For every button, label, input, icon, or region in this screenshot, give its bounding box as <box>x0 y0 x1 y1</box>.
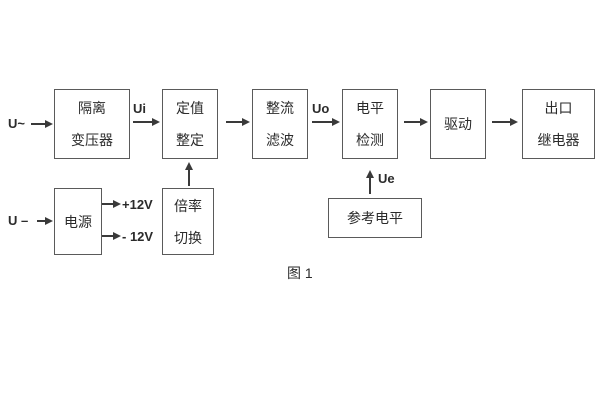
block-rectify-filter-line1: 整流 <box>266 100 294 116</box>
label-signal-uo: Uo <box>312 101 330 116</box>
block-drive-line1: 驱动 <box>444 116 472 132</box>
label-input-ac: U~ <box>8 116 25 131</box>
block-reference-level-line1: 参考电平 <box>347 210 403 226</box>
block-rectify-filter-line2: 滤波 <box>266 132 294 148</box>
arrow-power-minus12v <box>102 232 121 240</box>
block-power-supply-line1: 电源 <box>64 213 92 230</box>
block-isolation-transformer-line1: 隔离 <box>78 100 106 116</box>
block-isolation-transformer: 隔离 变压器 <box>54 89 130 159</box>
label-signal-ue: Ue <box>378 171 395 186</box>
block-value-setting-line2: 整定 <box>176 132 204 148</box>
arrow-reference-to-level <box>366 170 374 194</box>
block-drive: 驱动 <box>430 89 486 159</box>
arrow-transformer-to-setting <box>133 118 160 126</box>
arrow-drive-to-relay <box>492 118 518 126</box>
block-ratio-switch-line2: 切换 <box>174 229 202 246</box>
arrow-ratio-to-setting <box>185 162 193 186</box>
block-rectify-filter: 整流 滤波 <box>252 89 308 159</box>
figure-caption: 图 1 <box>287 265 313 281</box>
block-output-relay-line1: 出口 <box>544 100 573 116</box>
arrow-level-to-drive <box>404 118 428 126</box>
label-minus-12v: - 12V <box>122 229 154 244</box>
block-output-relay: 出口 继电器 <box>522 89 595 159</box>
block-ratio-switch: 倍率 切换 <box>162 188 214 255</box>
arrow-setting-to-rectify <box>226 118 250 126</box>
block-reference-level: 参考电平 <box>328 198 422 238</box>
arrow-input-dc <box>37 217 53 225</box>
arrow-rectify-to-level <box>312 118 340 126</box>
arrow-power-plus12v <box>102 200 121 208</box>
block-ratio-switch-line1: 倍率 <box>174 197 202 214</box>
block-value-setting: 定值 整定 <box>162 89 218 159</box>
block-output-relay-line2: 继电器 <box>537 132 580 148</box>
block-power-supply: 电源 <box>54 188 102 255</box>
label-input-dc: U – <box>8 213 29 228</box>
arrow-input-ac <box>31 120 53 128</box>
block-value-setting-line1: 定值 <box>176 100 204 116</box>
block-level-detect-line1: 电平 <box>356 100 384 116</box>
block-isolation-transformer-line2: 变压器 <box>71 132 113 148</box>
block-level-detect: 电平 检测 <box>342 89 398 159</box>
block-level-detect-line2: 检测 <box>356 132 384 148</box>
label-plus-12v: +12V <box>122 197 153 212</box>
label-signal-ui: Ui <box>133 101 146 116</box>
